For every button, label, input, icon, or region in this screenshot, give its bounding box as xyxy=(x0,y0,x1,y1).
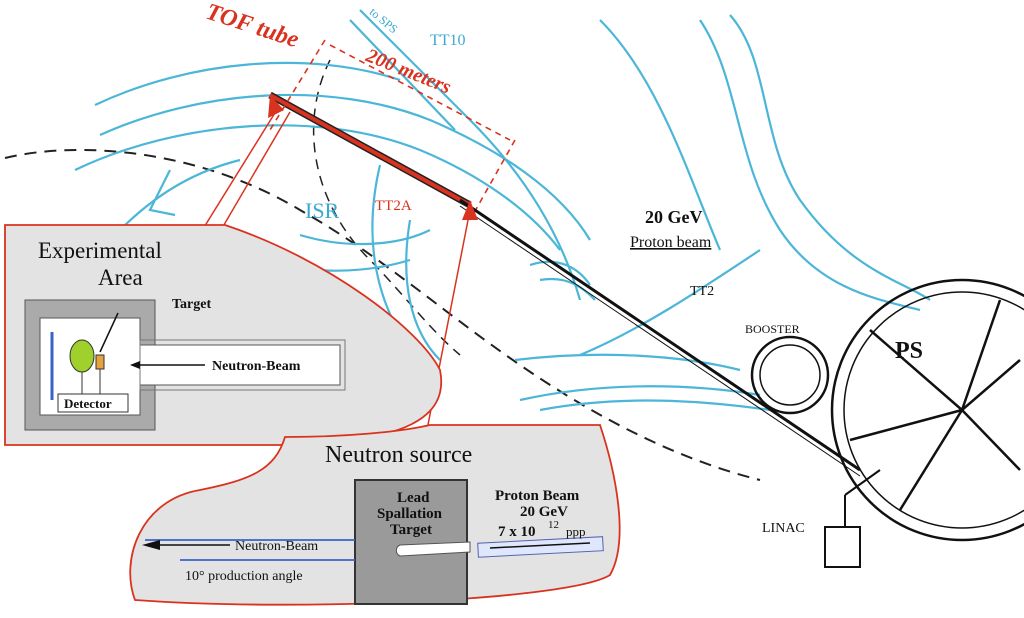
isr-label: ISR xyxy=(305,198,340,223)
booster-ring xyxy=(750,335,830,415)
lead-label-3: Target xyxy=(390,522,432,538)
beam-energy-label: 20 GeV xyxy=(645,207,703,227)
experimental-area-title-2: Area xyxy=(98,265,143,290)
proton-beam-inset-label-1: Proton Beam xyxy=(495,488,580,504)
arrow-head-tof xyxy=(268,95,284,118)
distance-label: 200 meters xyxy=(362,44,454,98)
proton-beam-label: Proton beam xyxy=(630,234,712,251)
tt10-label: TT10 xyxy=(430,32,466,49)
exp-neutron-beam-label: Neutron-Beam xyxy=(212,359,301,374)
production-angle-label: 10° production angle xyxy=(185,569,303,584)
target-label: Target xyxy=(172,297,211,312)
experimental-area-title-1: Experimental xyxy=(38,238,162,263)
ps-ring xyxy=(830,278,1024,542)
ps-label: PS xyxy=(895,338,923,364)
tt2a-label: TT2A xyxy=(375,198,412,214)
lead-label-1: Lead xyxy=(397,490,430,506)
tof-tube-label: TOF tube xyxy=(203,0,302,53)
tof-tube xyxy=(268,91,472,209)
tt2-label: TT2 xyxy=(690,284,714,299)
booster-label: BOOSTER xyxy=(745,322,800,336)
proton-intensity-exp: 12 xyxy=(548,519,559,531)
proton-intensity-label: 7 x 10 xyxy=(498,524,536,540)
site-boundary-dashed-2 xyxy=(312,59,461,356)
experimental-area-inset xyxy=(4,224,443,446)
proton-beam-line xyxy=(459,198,861,477)
lead-label-2: Spallation xyxy=(377,506,443,522)
detector-label: Detector xyxy=(64,396,112,411)
proton-beam-inset-label-2: 20 GeV xyxy=(520,504,568,520)
proton-intensity-unit: ppp xyxy=(566,524,586,539)
tunnel-network xyxy=(74,9,931,412)
arrow-head-source xyxy=(462,200,478,220)
site-boundary-dashed xyxy=(4,148,761,481)
neutron-source-inset xyxy=(129,424,621,606)
linac-label: LINAC xyxy=(762,521,805,536)
linac xyxy=(824,469,881,568)
source-neutron-beam-label: Neutron-Beam xyxy=(235,539,318,554)
neutron-source-title: Neutron source xyxy=(325,442,472,468)
distance-markers xyxy=(269,39,516,221)
